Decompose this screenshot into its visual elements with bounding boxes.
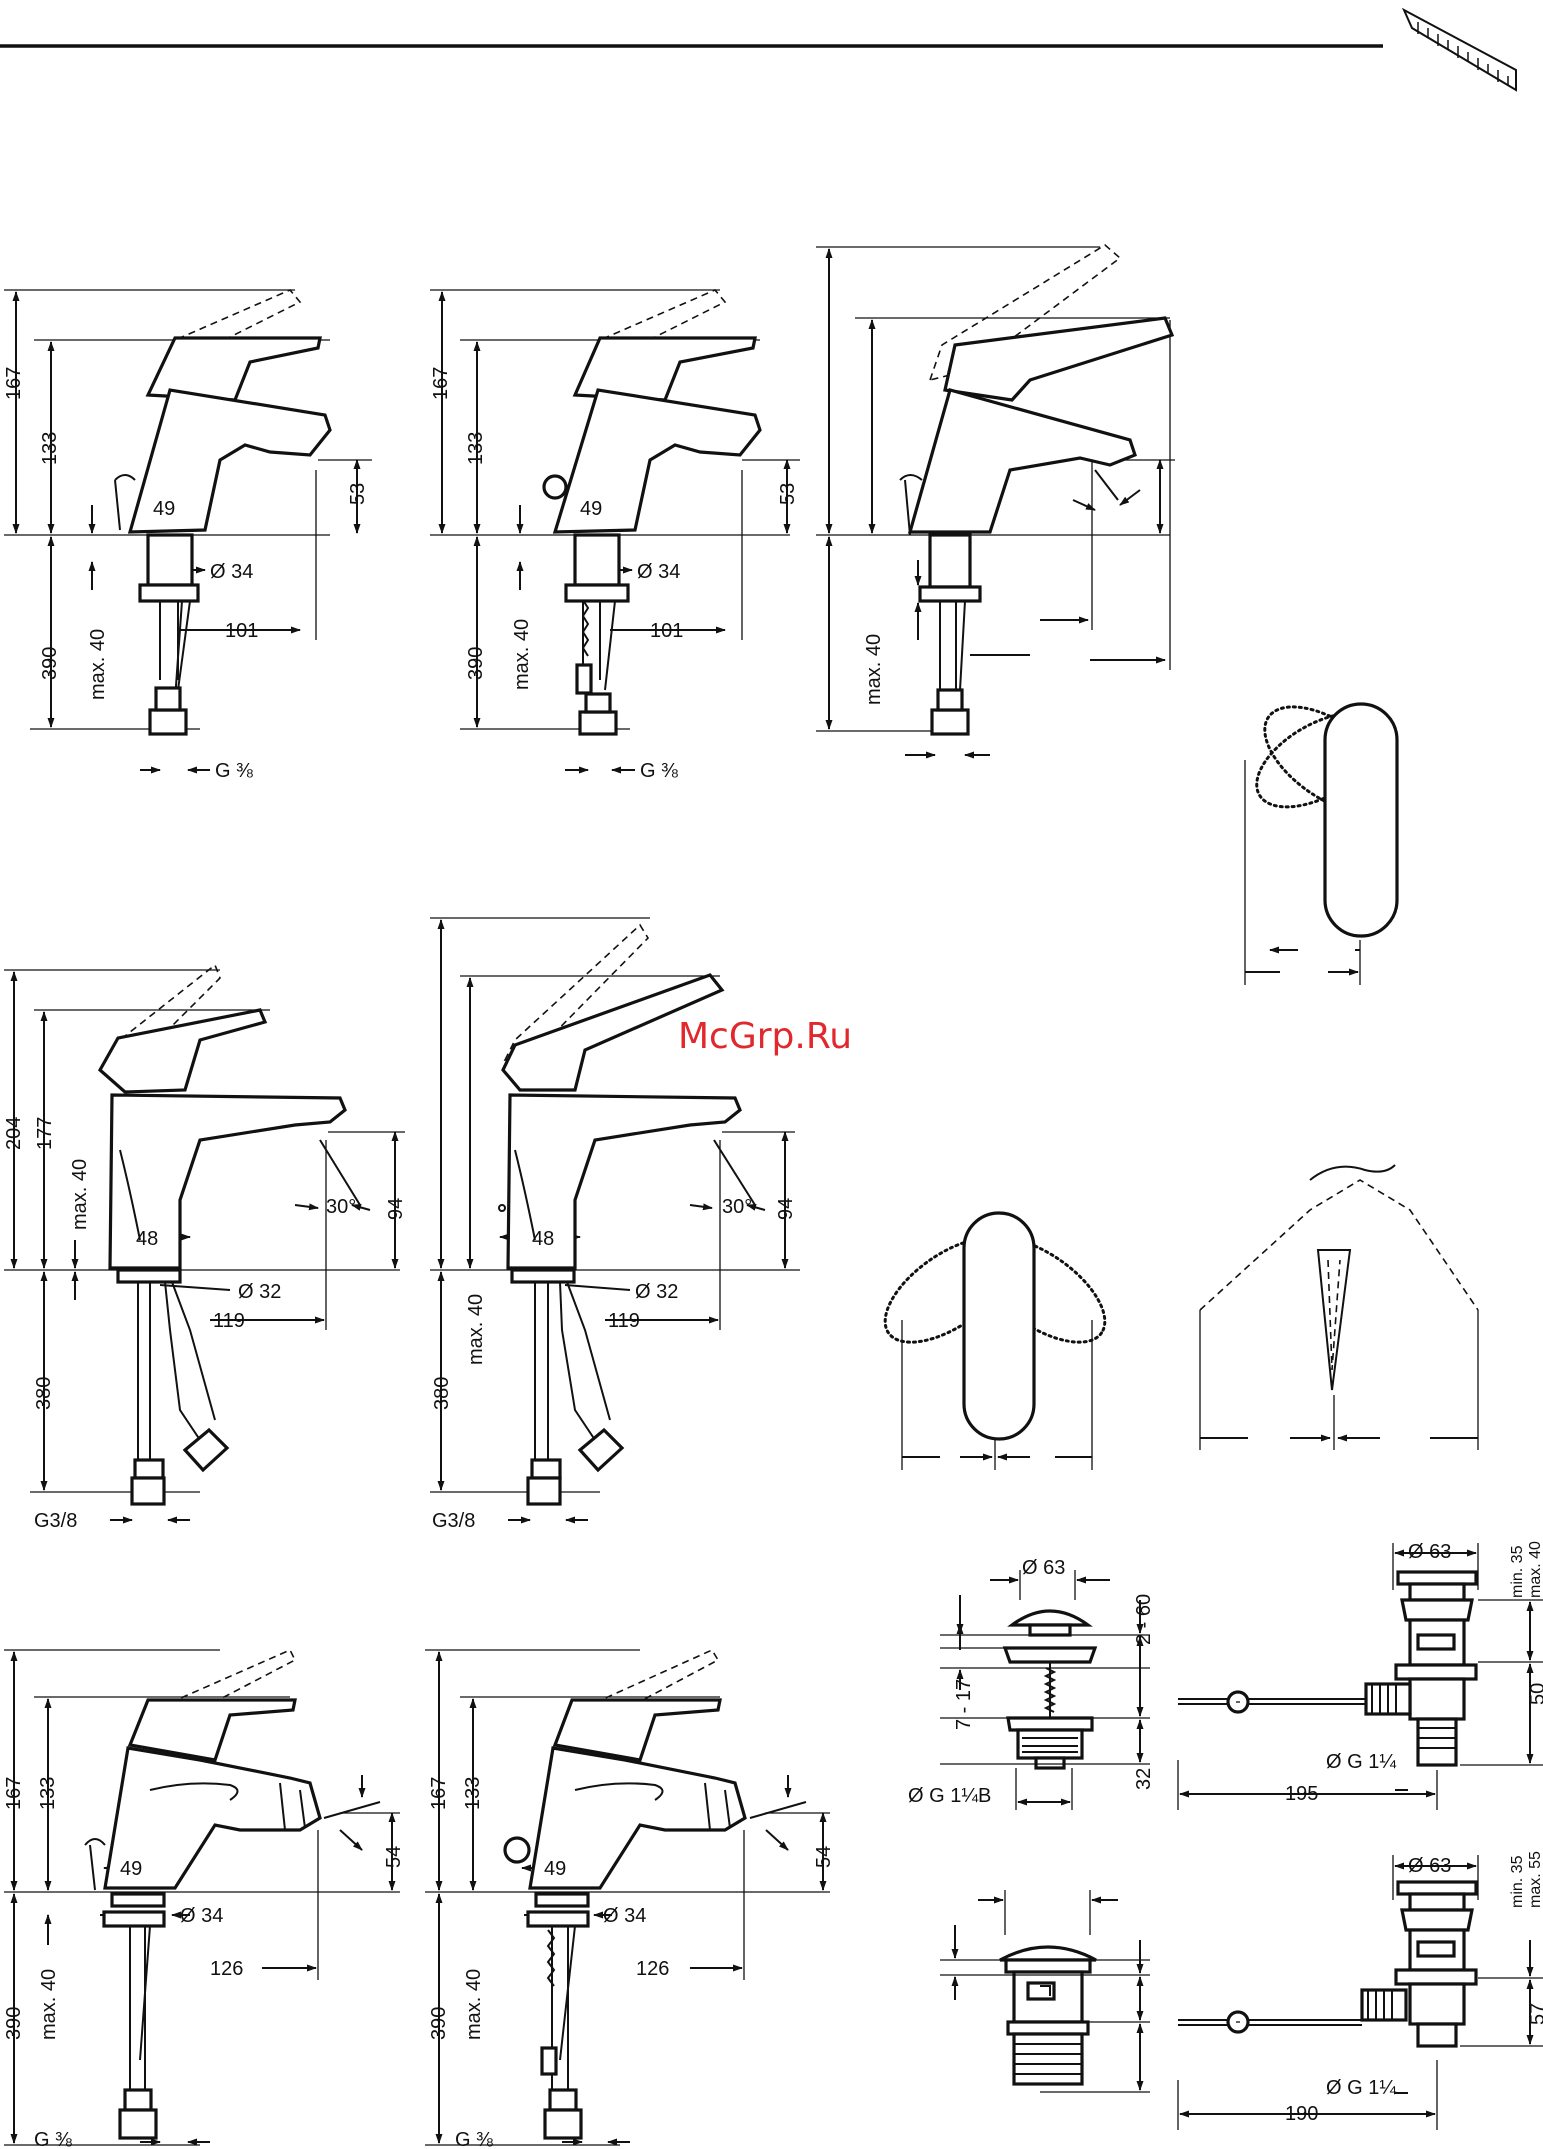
- dim-j-57: 57: [1527, 2003, 1543, 2025]
- dim-f-133: 133: [37, 1777, 59, 1810]
- drawing-basin-mixer-d: [4, 963, 405, 1524]
- dim-a-167: 167: [3, 367, 25, 400]
- drawing-waste-valve-j: [940, 1890, 1150, 2093]
- dim-h-2-60: 2 - 60: [1133, 1594, 1155, 1645]
- dim-d-48: 48: [136, 1228, 158, 1250]
- dim-a-g-3-8: G ⅜: [215, 760, 253, 782]
- lever-plan-view-e: [1199, 1164, 1479, 1450]
- dim-e-380: 380: [431, 1377, 453, 1410]
- dim-d-204: 204: [3, 1117, 25, 1150]
- dim-b-max-40: max. 40: [511, 619, 533, 690]
- dim-b-167: 167: [430, 367, 452, 400]
- dim-a-133: 133: [39, 432, 61, 465]
- dim-e-119: 119: [608, 1310, 640, 1332]
- dim-d-177: 177: [34, 1117, 56, 1150]
- dim-g-54: 54: [813, 1846, 835, 1868]
- dim-d-30-degree: 30°: [326, 1196, 356, 1218]
- dim-b-133: 133: [465, 432, 487, 465]
- dim-d-g3-8: G3/8: [34, 1510, 77, 1532]
- dim-i-50: 50: [1527, 1683, 1543, 1705]
- dim-e-94: 94: [775, 1198, 797, 1220]
- dim-c-max-40: max. 40: [863, 634, 885, 705]
- dim-j-diameter-63: Ø 63: [1408, 1855, 1451, 1877]
- dim-e-max-40: max. 40: [465, 1294, 487, 1365]
- dim-g-49: 49: [544, 1858, 566, 1880]
- dim-g-g-3-8: G ⅜: [455, 2129, 493, 2149]
- dim-e-30-degree: 30°: [722, 1196, 752, 1218]
- dim-i-195: 195: [1285, 1783, 1318, 1805]
- dim-f-126: 126: [210, 1958, 243, 1980]
- dim-f-49: 49: [120, 1858, 142, 1880]
- dim-g-diameter-34: Ø 34: [603, 1905, 646, 1927]
- dim-f-390: 390: [3, 2007, 25, 2040]
- dim-f-g-3-8: G ⅜: [34, 2129, 72, 2149]
- dim-a-49: 49: [153, 498, 175, 520]
- drawing-popup-waste-k: [1177, 1855, 1543, 2130]
- dim-d-380: 380: [33, 1377, 55, 1410]
- dim-j-g-1-1-4: Ø G 1¼: [1326, 2077, 1396, 2099]
- dim-d-94: 94: [385, 1198, 407, 1220]
- dim-j-max-55: max. 55: [1527, 1851, 1543, 1908]
- dim-d-119: 119: [213, 1310, 245, 1332]
- dim-d-max-40: max. 40: [69, 1159, 91, 1230]
- dim-g-126: 126: [636, 1958, 669, 1980]
- dim-f-167: 167: [3, 1777, 25, 1810]
- dim-e-48: 48: [532, 1228, 554, 1250]
- dim-b-53: 53: [777, 483, 799, 505]
- dim-g-max-40: max. 40: [463, 1969, 485, 2040]
- drawing-basin-mixer-e: [430, 917, 800, 1524]
- dim-h-g-1-1-4b: Ø G 1¼B: [908, 1785, 991, 1807]
- dim-f-diameter-34: Ø 34: [180, 1905, 223, 1927]
- dim-a-101: 101: [225, 620, 258, 642]
- dim-b-101: 101: [650, 620, 683, 642]
- dim-j-190: 190: [1285, 2103, 1318, 2125]
- dim-j-min-35: min. 35: [1509, 1855, 1526, 1908]
- dim-a-max-40: max. 40: [87, 629, 109, 700]
- dim-b-g-3-8: G ⅜: [640, 760, 678, 782]
- dim-a-diameter-34: Ø 34: [210, 561, 253, 583]
- lever-plan-view-d: [883, 1211, 1107, 1470]
- ruler-icon: [1401, 7, 1517, 92]
- drawing-bidet-mixer-f: [4, 1648, 400, 2146]
- dim-b-diameter-34: Ø 34: [637, 561, 680, 583]
- dim-h-7-17: 7 - 17: [953, 1679, 975, 1730]
- dim-i-diameter-63: Ø 63: [1408, 1541, 1451, 1563]
- watermark: McGrp.Ru: [678, 1016, 852, 1057]
- dim-g-133: 133: [462, 1777, 484, 1810]
- dim-i-min-35: min. 35: [1509, 1545, 1526, 1598]
- dim-g-390: 390: [428, 2007, 450, 2040]
- dim-i-g-1-1-4: Ø G 1¼: [1326, 1751, 1396, 1773]
- dim-h-32: 32: [1133, 1768, 1155, 1790]
- drawing-basin-mixer-a: [4, 289, 372, 774]
- dim-a-390: 390: [39, 647, 61, 680]
- dim-e-g3-8: G3/8: [432, 1510, 475, 1532]
- dim-b-390: 390: [465, 647, 487, 680]
- dim-f-54: 54: [383, 1846, 405, 1868]
- lever-plan-view-c: [1244, 702, 1399, 985]
- drawing-basin-mixer-b: [430, 289, 800, 774]
- drawing-bidet-mixer-g: [425, 1648, 830, 2146]
- dim-i-max-40: max. 40: [1527, 1541, 1543, 1598]
- dim-e-diameter-32: Ø 32: [635, 1281, 678, 1303]
- dim-g-167: 167: [428, 1777, 450, 1810]
- dim-f-max-40: max. 40: [38, 1969, 60, 2040]
- drawing-basin-mixer-c: [816, 244, 1175, 759]
- dim-d-diameter-32: Ø 32: [238, 1281, 281, 1303]
- dim-a-53: 53: [347, 483, 369, 505]
- drawing-waste-valve-h: [940, 1570, 1150, 1810]
- dim-h-diameter-63: Ø 63: [1022, 1557, 1065, 1579]
- dim-b-49: 49: [580, 498, 602, 520]
- drawing-popup-waste-i: [1177, 1543, 1543, 1810]
